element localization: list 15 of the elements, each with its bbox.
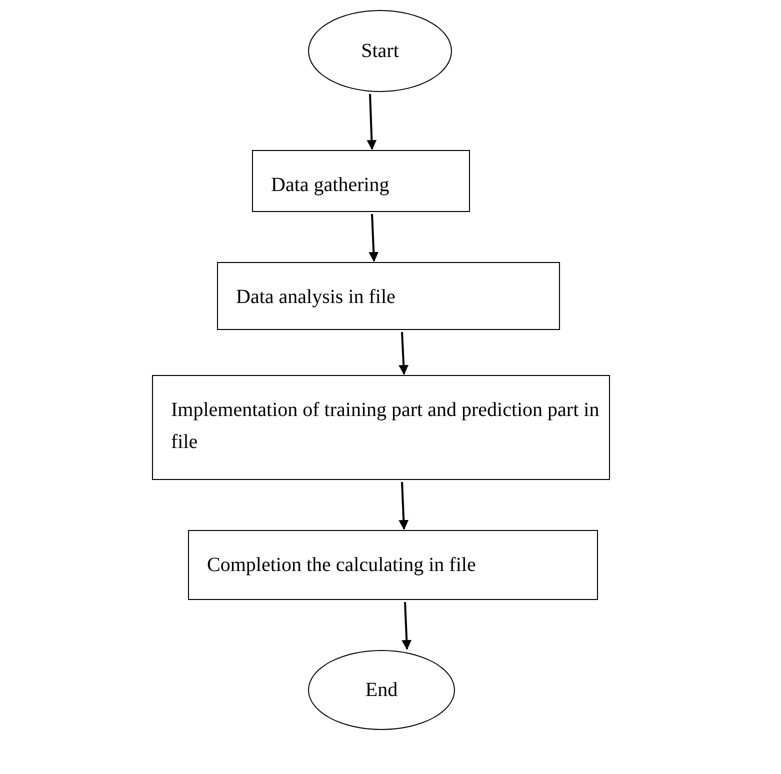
node-text: Start [361,39,399,64]
arrow [366,94,377,150]
arrow [368,214,379,262]
process-box [252,150,470,212]
node-text: End [365,678,398,703]
process-box [188,530,598,600]
node-text: Data gathering [271,173,390,198]
process-box [152,375,610,480]
arrow [398,482,409,530]
process-box [217,262,560,330]
node-text: Completion the calculating in file [207,553,477,578]
node-text: Implementation of training part and prediction part in file [171,398,600,455]
node-text: Data analysis in file [236,285,396,310]
arrow [398,332,409,375]
arrow [402,602,412,650]
